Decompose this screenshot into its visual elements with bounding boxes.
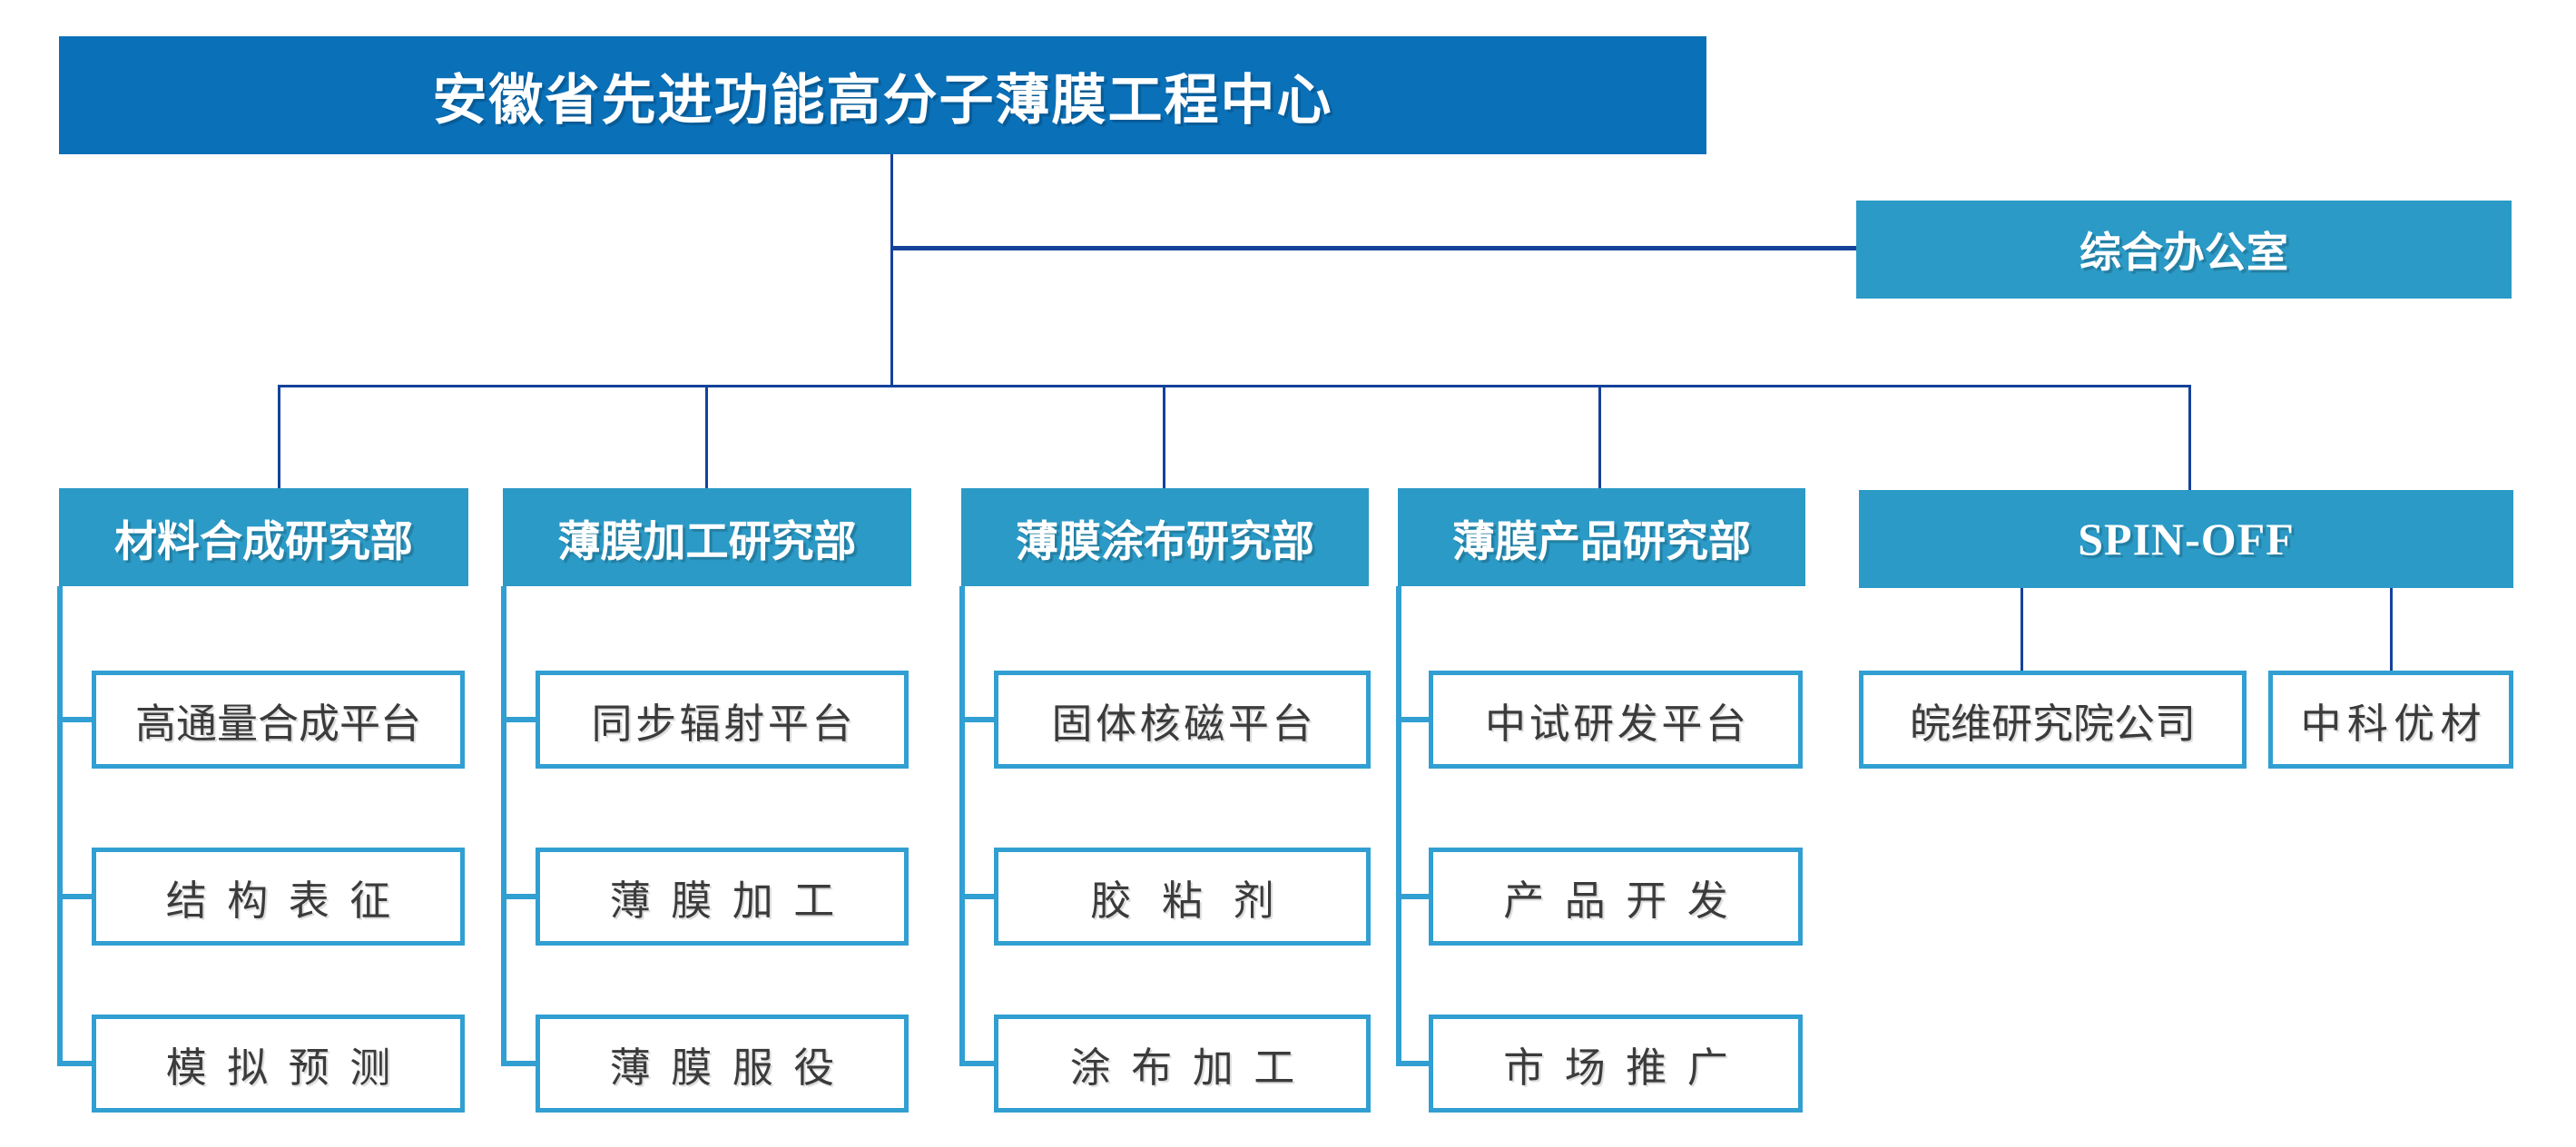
connector-drop-3 <box>1598 385 1601 488</box>
connector-office-branch <box>890 246 1856 250</box>
connector-trunk <box>890 154 893 385</box>
sub-label: 同步辐射平台 <box>591 700 857 747</box>
sub-box-synthesis-platform: 高通量合成平台 <box>92 671 465 769</box>
connector-hang-1 <box>501 586 506 1066</box>
connector-spinoff-drop-1 <box>2390 588 2393 671</box>
sub-box-adhesive: 胶粘剂 <box>994 848 1371 946</box>
dept-label: 薄膜涂布研究部 <box>1016 516 1314 565</box>
sub-box-pilot-rd-platform: 中试研发平台 <box>1429 671 1803 769</box>
sub-label: 皖维研究院公司 <box>1909 700 2196 747</box>
dept-box-film-products: 薄膜产品研究部 <box>1398 488 1805 586</box>
connector-drop-1 <box>705 385 708 488</box>
connector-stub-3-0 <box>1396 717 1429 722</box>
sub-label: 薄膜服役 <box>609 1044 855 1091</box>
connector-stub-0-1 <box>57 894 92 899</box>
org-title-box: 安徽省先进功能高分子薄膜工程中心 <box>59 36 1706 154</box>
sub-label: 固体核磁平台 <box>1051 700 1317 747</box>
dept-box-materials-synthesis: 材料合成研究部 <box>59 488 468 586</box>
sub-box-zhongke-youcai: 中科优材 <box>2268 671 2513 769</box>
sub-label: 涂布加工 <box>1069 1044 1315 1091</box>
connector-spinoff-drop-0 <box>2020 588 2023 671</box>
sub-label: 中试研发平台 <box>1484 700 1750 747</box>
connector-drop-4 <box>2188 385 2191 490</box>
sub-box-film-service: 薄膜服役 <box>536 1015 909 1113</box>
sub-box-wanwei-research-institute: 皖维研究院公司 <box>1859 671 2247 769</box>
sub-label: 薄膜加工 <box>609 877 855 924</box>
sub-label: 高通量合成平台 <box>134 700 421 747</box>
sub-label: 产品开发 <box>1503 877 1749 924</box>
sub-label: 中科优材 <box>2300 700 2487 747</box>
dept-label: 材料合成研究部 <box>114 516 413 565</box>
connector-hang-0 <box>57 586 63 1066</box>
dept-box-film-processing: 薄膜加工研究部 <box>503 488 911 586</box>
connector-drop-0 <box>278 385 280 488</box>
sub-label: 市场推广 <box>1503 1044 1749 1091</box>
connector-stub-3-2 <box>1396 1061 1429 1066</box>
connector-stub-1-1 <box>501 894 536 899</box>
connector-hang-3 <box>1396 586 1401 1066</box>
dept-label: SPIN-OFF <box>2078 514 2295 564</box>
sub-box-film-processing: 薄膜加工 <box>536 848 909 946</box>
sub-label: 模拟预测 <box>165 1044 411 1091</box>
dept-label: 薄膜产品研究部 <box>1452 516 1751 565</box>
connector-stub-2-0 <box>959 717 994 722</box>
dept-box-film-coating: 薄膜涂布研究部 <box>961 488 1369 586</box>
sub-box-solid-nmr-platform: 固体核磁平台 <box>994 671 1371 769</box>
sub-box-synchrotron-platform: 同步辐射平台 <box>536 671 909 769</box>
office-box: 综合办公室 <box>1856 201 2512 299</box>
sub-label: 结构表征 <box>165 877 411 924</box>
connector-drop-2 <box>1163 385 1165 488</box>
connector-stub-3-1 <box>1396 894 1429 899</box>
sub-box-simulation-prediction: 模拟预测 <box>92 1015 465 1113</box>
office-label: 综合办公室 <box>2079 229 2288 276</box>
connector-stub-1-0 <box>501 717 536 722</box>
connector-stub-2-1 <box>959 894 994 899</box>
sub-box-product-development: 产品开发 <box>1429 848 1803 946</box>
connector-stub-0-2 <box>57 1061 92 1066</box>
dept-label: 薄膜加工研究部 <box>557 516 857 565</box>
dept-box-spin-off: SPIN-OFF <box>1859 490 2513 588</box>
connector-stub-0-0 <box>57 717 92 722</box>
connector-stub-2-2 <box>959 1061 994 1066</box>
sub-box-structure-characterization: 结构表征 <box>92 848 465 946</box>
connector-hang-2 <box>959 586 965 1066</box>
connector-stub-1-2 <box>501 1061 536 1066</box>
org-title: 安徽省先进功能高分子薄膜工程中心 <box>432 69 1333 131</box>
sub-box-market-promotion: 市场推广 <box>1429 1015 1803 1113</box>
connector-distribution <box>278 385 2191 387</box>
sub-box-coating-processing: 涂布加工 <box>994 1015 1371 1113</box>
sub-label: 胶粘剂 <box>1090 877 1305 924</box>
